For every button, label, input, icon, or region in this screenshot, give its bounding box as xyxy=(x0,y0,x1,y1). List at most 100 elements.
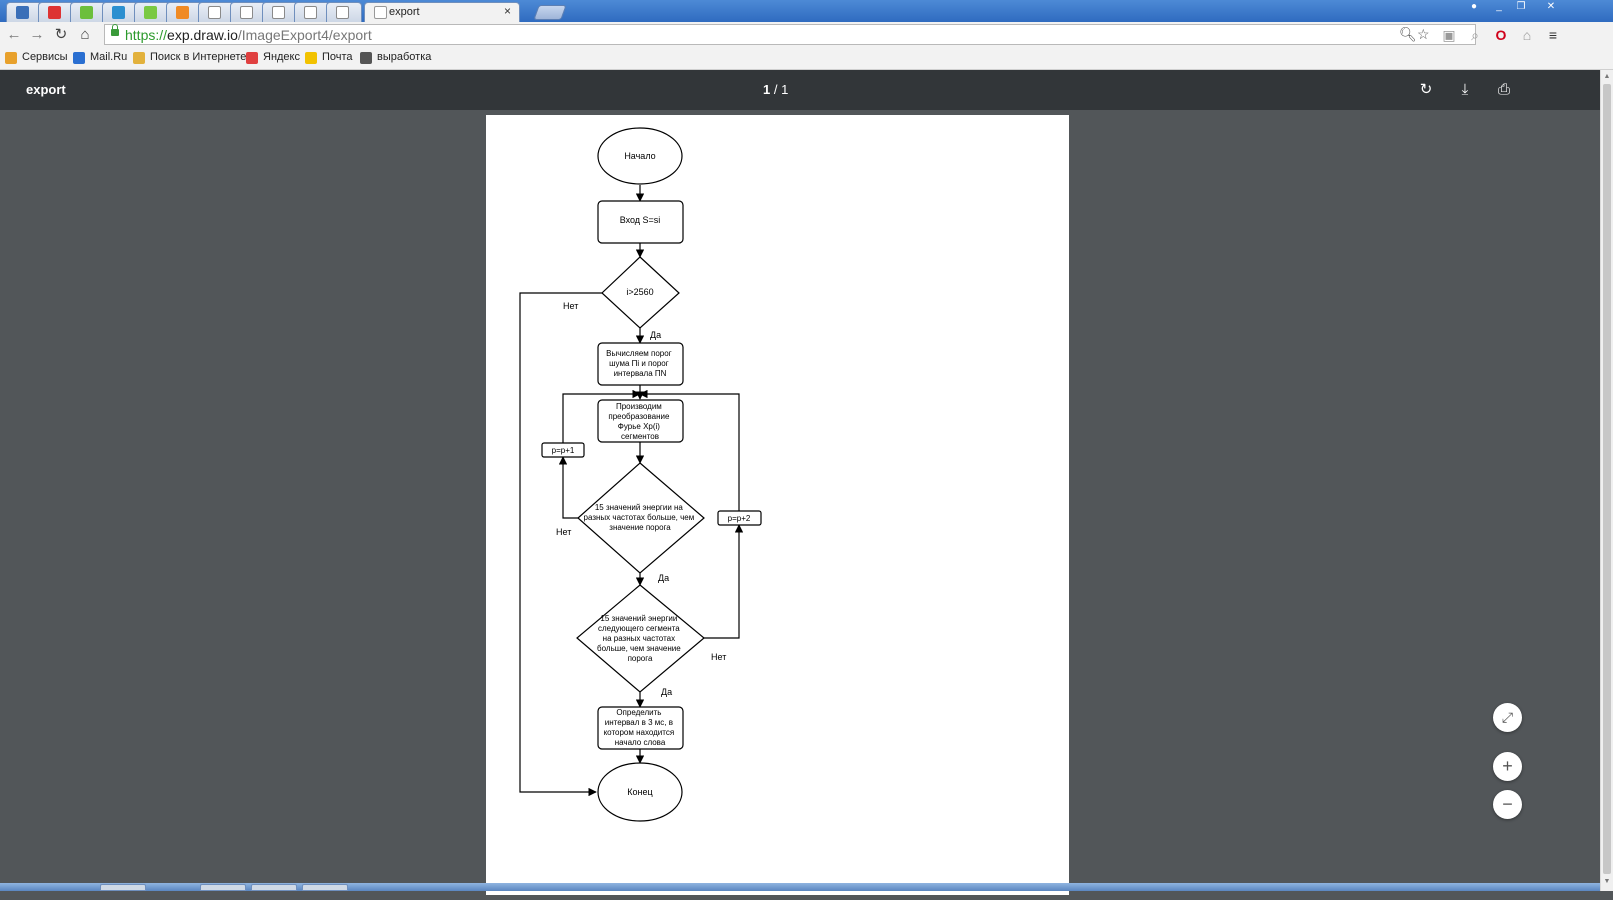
bookmark-vyrabotka[interactable]: выработка xyxy=(360,51,431,64)
green-globe-icon xyxy=(144,6,157,19)
start-node xyxy=(597,127,683,185)
tab-background[interactable] xyxy=(262,2,298,22)
tab-export[interactable]: export × xyxy=(364,2,520,22)
define-interval-node xyxy=(597,706,684,750)
taskbar-item[interactable] xyxy=(302,884,348,891)
cond3-line-3: на разных частотах xyxy=(603,634,675,643)
bookmark-search[interactable]: Поиск в Интернете xyxy=(133,51,246,64)
bookmark-star-icon[interactable]: ☆ xyxy=(1417,26,1430,42)
tab-background[interactable] xyxy=(326,2,362,22)
increment-p2-label: p=p+2 xyxy=(728,514,751,523)
print-icon[interactable]: ⎙ xyxy=(1497,81,1510,98)
browser-tabstrip: export × ● _ ❐ ✕ xyxy=(0,0,1613,22)
tab-background[interactable] xyxy=(102,2,138,22)
extension-bookmark-icon[interactable]: ▣ xyxy=(1442,27,1456,43)
zoom-out-button[interactable]: − xyxy=(1493,790,1522,819)
tab-background[interactable] xyxy=(70,2,106,22)
taskbar-item[interactable] xyxy=(251,884,297,891)
cond2-line-1: 15 значений энергии на xyxy=(595,503,684,512)
decision-energy-next xyxy=(576,584,705,693)
yandex-icon xyxy=(246,52,258,64)
blue-square-icon xyxy=(16,6,29,19)
fourier-line-2: преобразование xyxy=(608,412,670,421)
reload-icon[interactable]: ↻ xyxy=(54,26,68,43)
label-yes-2: Да xyxy=(658,573,669,583)
maximize-icon[interactable]: ❐ xyxy=(1516,1,1526,12)
fourier-line-4: сегментов xyxy=(621,432,659,441)
bookmark-mailru[interactable]: Mail.Ru xyxy=(73,51,127,64)
bookmark-pochta[interactable]: Почта xyxy=(305,51,353,64)
bookmark-yandex[interactable]: Яндекс xyxy=(246,51,300,64)
fit-page-button[interactable]: ⤢ xyxy=(1493,703,1522,732)
brackets-icon xyxy=(272,6,285,19)
tab-background[interactable] xyxy=(230,2,266,22)
decision-energy-current xyxy=(577,462,705,574)
calc-threshold-label: Вычисляем порог шума Пi и порог интервал… xyxy=(606,349,674,378)
decision-i-limit xyxy=(601,256,680,329)
drawio-favicon-icon xyxy=(374,6,387,19)
cond3-line-4: больше, чем значение xyxy=(597,644,681,653)
download-icon[interactable]: ⤓ xyxy=(1461,81,1469,98)
taskbar-item[interactable] xyxy=(100,884,146,891)
tab-background[interactable] xyxy=(134,2,170,22)
decision-energy-current-label: 15 значений энергии на разных частотах б… xyxy=(584,503,697,532)
tab-background[interactable] xyxy=(294,2,330,22)
address-bar[interactable]: https://exp.draw.io/ImageExport4/export … xyxy=(104,24,1476,45)
home-icon[interactable]: ⌂ xyxy=(80,26,90,43)
label-no-2: Нет xyxy=(556,527,571,537)
bookmarks-bar: Сервисы Mail.Ru Поиск в Интернете Яндекс… xyxy=(0,48,1613,70)
decision-i-limit-label: i>2560 xyxy=(626,287,653,297)
define-interval-label: Определить интервал в 3 мс, в котором на… xyxy=(604,708,677,747)
red-c-icon xyxy=(48,6,61,19)
edge-inc2-loop xyxy=(639,389,740,511)
rotate-icon[interactable]: ↻ xyxy=(1419,81,1433,98)
minimize-icon[interactable]: _ xyxy=(1496,1,1502,12)
bookmark-services[interactable]: Сервисы xyxy=(5,51,68,64)
pdf-page: Начало Вход S=si i>2560 Нет Да Вычисляем… xyxy=(486,115,1069,895)
tab-background[interactable] xyxy=(198,2,234,22)
scroll-thumb[interactable] xyxy=(1603,84,1611,874)
lock-icon xyxy=(111,24,119,36)
tab-close-icon[interactable]: × xyxy=(503,4,511,18)
apps-grid-icon xyxy=(5,52,17,64)
scroll-up-icon[interactable]: ▲ xyxy=(1603,73,1611,80)
zoom-magnifier-icon[interactable]: 🔍︎ xyxy=(1399,26,1417,42)
label-no-3: Нет xyxy=(711,652,726,662)
tab-background[interactable] xyxy=(6,2,42,22)
page-icon xyxy=(208,6,221,19)
tab-background[interactable] xyxy=(38,2,74,22)
label-yes-1: Да xyxy=(650,330,661,340)
menu-icon[interactable]: ≡ xyxy=(1548,27,1558,43)
extension-home-icon[interactable]: ⌂ xyxy=(1522,27,1532,43)
end-node-label: Конец xyxy=(627,787,652,797)
zoom-in-button[interactable]: + xyxy=(1493,752,1522,781)
profile-icon[interactable]: ● xyxy=(1470,1,1478,12)
calc-threshold-node xyxy=(597,342,684,386)
start-node-label: Начало xyxy=(624,151,655,161)
vertical-scrollbar[interactable]: ▲ ▼ xyxy=(1600,70,1613,891)
end-node xyxy=(597,762,683,822)
mail-envelope-icon xyxy=(305,52,317,64)
label-yes-3: Да xyxy=(661,687,672,697)
extension-search-icon[interactable]: ⌕ xyxy=(1471,27,1479,43)
tab-background[interactable] xyxy=(166,2,202,22)
scroll-down-icon[interactable]: ▼ xyxy=(1603,878,1611,885)
opera-icon[interactable]: O xyxy=(1495,27,1507,43)
forward-arrow-icon[interactable]: → xyxy=(29,26,45,43)
define-line-4: начало слова xyxy=(615,738,666,747)
define-line-3: котором находится xyxy=(604,728,675,737)
fourier-label: Производим преобразование Фурье Xp(i) се… xyxy=(608,402,671,441)
taskbar-item[interactable] xyxy=(200,884,246,891)
close-window-icon[interactable]: ✕ xyxy=(1546,1,1556,12)
edge-inc1-loop xyxy=(562,389,641,443)
edge-cond1-no-end xyxy=(519,292,602,797)
cond2-line-3: значение порога xyxy=(609,523,671,532)
edge-cond3-no-inc2 xyxy=(704,524,744,639)
back-arrow-icon[interactable]: ← xyxy=(6,26,22,43)
page-icon xyxy=(336,6,349,19)
page-icon xyxy=(240,6,253,19)
new-tab-button[interactable] xyxy=(533,5,567,20)
input-node xyxy=(597,200,684,244)
pdf-toolbar: export 1 / 1 ↻ ⤓ ⎙ xyxy=(0,70,1600,110)
calc-line-3: интервала ПN xyxy=(614,369,667,378)
